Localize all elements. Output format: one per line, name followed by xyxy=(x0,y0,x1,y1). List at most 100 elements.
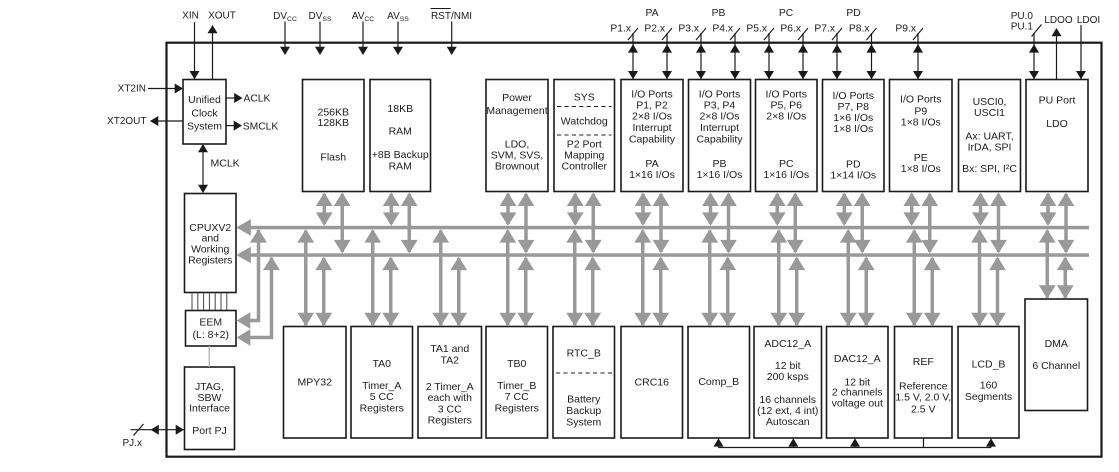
svg-text:(12 ext, 4 int): (12 ext, 4 int) xyxy=(757,405,818,417)
svg-text:2 channels: 2 channels xyxy=(832,387,883,399)
svg-text:DAC12_A: DAC12_A xyxy=(834,353,881,365)
svg-text:2×8 I/Os: 2×8 I/Os xyxy=(766,111,806,123)
svg-text:I/O Ports: I/O Ports xyxy=(833,90,874,102)
svg-text:Comp_B: Comp_B xyxy=(698,376,739,388)
svg-text:1×8 I/Os: 1×8 I/Os xyxy=(901,117,941,129)
svg-text:voltage out: voltage out xyxy=(832,398,883,410)
svg-text:RTC_B: RTC_B xyxy=(567,348,601,360)
svg-text:XIN: XIN xyxy=(182,11,199,22)
svg-text:16 channels: 16 channels xyxy=(759,394,816,406)
svg-text:P7.x: P7.x xyxy=(814,24,835,35)
svg-text:PB: PB xyxy=(712,8,726,19)
svg-text:1×6 I/Os: 1×6 I/Os xyxy=(833,112,873,124)
svg-text:MPY32: MPY32 xyxy=(298,377,333,389)
svg-text:LCD_B: LCD_B xyxy=(972,359,1006,371)
svg-text:LDO: LDO xyxy=(1046,118,1068,130)
svg-text:PU Port: PU Port xyxy=(1039,95,1076,107)
svg-text:+8B Backup: +8B Backup xyxy=(372,149,429,161)
svg-text:P5.x: P5.x xyxy=(746,24,767,35)
svg-text:TB0: TB0 xyxy=(507,358,526,370)
svg-text:PJ.x: PJ.x xyxy=(123,438,142,449)
svg-text:TA0: TA0 xyxy=(373,358,392,370)
svg-text:and: and xyxy=(201,233,219,245)
svg-text:PA: PA xyxy=(645,158,658,170)
svg-text:Backup: Backup xyxy=(566,405,601,417)
svg-text:1×16 I/Os: 1×16 I/Os xyxy=(697,169,743,181)
svg-text:SVM, SVS,: SVM, SVS, xyxy=(491,150,544,162)
svg-text:Capability: Capability xyxy=(629,134,676,146)
svg-text:7 CC: 7 CC xyxy=(505,391,529,403)
svg-text:1×8 I/Os: 1×8 I/Os xyxy=(901,163,941,175)
svg-text:TA1 and: TA1 and xyxy=(430,343,469,355)
svg-text:P2 Port: P2 Port xyxy=(567,139,602,151)
svg-text:Interrupt: Interrupt xyxy=(700,122,739,134)
svg-text:SBW: SBW xyxy=(198,392,222,404)
svg-text:SMCLK: SMCLK xyxy=(243,121,279,132)
svg-text:6 Channel: 6 Channel xyxy=(1032,360,1080,372)
svg-text:I/O Ports: I/O Ports xyxy=(631,89,672,101)
svg-text:1×16 I/Os: 1×16 I/Os xyxy=(629,169,675,181)
svg-text:256KB: 256KB xyxy=(317,107,349,119)
svg-text:P1.x: P1.x xyxy=(610,24,631,35)
svg-text:System: System xyxy=(566,417,601,429)
svg-text:5 CC: 5 CC xyxy=(370,391,394,403)
svg-text:Segments: Segments xyxy=(965,391,1012,403)
svg-text:Registers: Registers xyxy=(428,415,472,427)
svg-text:Clock: Clock xyxy=(191,107,218,119)
svg-text:EEM: EEM xyxy=(199,317,222,329)
svg-text:P8.x: P8.x xyxy=(849,24,870,35)
svg-text:PE: PE xyxy=(914,152,928,164)
svg-text:I/O Ports: I/O Ports xyxy=(766,89,807,101)
svg-text:TA2: TA2 xyxy=(441,355,460,367)
svg-text:Capability: Capability xyxy=(696,134,743,146)
svg-text:P6.x: P6.x xyxy=(780,24,801,35)
svg-text:LDO,: LDO, xyxy=(505,139,530,151)
svg-text:P3.x: P3.x xyxy=(678,24,699,35)
svg-text:P4.x: P4.x xyxy=(712,24,733,35)
svg-text:I/O Ports: I/O Ports xyxy=(900,94,941,106)
svg-text:12 bit: 12 bit xyxy=(775,360,801,372)
svg-text:18KB: 18KB xyxy=(387,103,413,115)
svg-text:Interface: Interface xyxy=(189,403,230,415)
svg-text:CPUXV2: CPUXV2 xyxy=(189,222,231,234)
svg-text:1×14 I/Os: 1×14 I/Os xyxy=(830,170,876,182)
svg-text:DMA: DMA xyxy=(1045,338,1068,350)
svg-text:2.5 V: 2.5 V xyxy=(911,404,936,416)
svg-text:Registers: Registers xyxy=(495,403,539,415)
svg-text:Registers: Registers xyxy=(188,255,232,267)
svg-text:1×16 I/Os: 1×16 I/Os xyxy=(763,169,809,181)
svg-text:RST/NMI: RST/NMI xyxy=(431,11,472,22)
svg-text:each with: each with xyxy=(428,392,473,404)
svg-text:200 ksps: 200 ksps xyxy=(767,371,809,383)
svg-text:Watchdog: Watchdog xyxy=(561,116,608,128)
svg-text:USCI0,: USCI0, xyxy=(973,96,1007,108)
svg-text:P9.x: P9.x xyxy=(895,24,916,35)
svg-text:Port PJ: Port PJ xyxy=(192,425,226,437)
svg-text:XT2OUT: XT2OUT xyxy=(107,116,146,127)
svg-text:XT2IN: XT2IN xyxy=(118,84,146,95)
svg-text:USCI1: USCI1 xyxy=(974,107,1005,119)
svg-text:RAM: RAM xyxy=(389,126,412,138)
svg-text:CRC16: CRC16 xyxy=(635,377,670,389)
svg-text:Reference: Reference xyxy=(899,381,948,393)
svg-text:PC: PC xyxy=(779,158,794,170)
svg-text:XOUT: XOUT xyxy=(208,11,236,22)
svg-text:160: 160 xyxy=(980,380,998,392)
svg-text:ACLK: ACLK xyxy=(244,94,271,105)
svg-text:Brownout: Brownout xyxy=(495,161,539,173)
svg-text:Mapping: Mapping xyxy=(564,150,604,162)
svg-text:P5, P6: P5, P6 xyxy=(770,100,802,112)
svg-text:PB: PB xyxy=(712,158,726,170)
svg-text:JTAG,: JTAG, xyxy=(195,381,224,393)
svg-text:REF: REF xyxy=(913,356,934,368)
svg-text:Registers: Registers xyxy=(360,403,404,415)
svg-text:Controller: Controller xyxy=(561,161,607,173)
svg-text:System: System xyxy=(187,120,222,132)
svg-text:128KB: 128KB xyxy=(317,117,349,129)
svg-text:Flash: Flash xyxy=(320,152,346,164)
svg-text:Autoscan: Autoscan xyxy=(766,416,810,428)
svg-text:MCLK: MCLK xyxy=(211,158,240,170)
svg-text:ADC12_A: ADC12_A xyxy=(764,338,811,350)
svg-text:2×8 I/Os: 2×8 I/Os xyxy=(632,111,672,123)
svg-text:3 CC: 3 CC xyxy=(438,404,462,416)
